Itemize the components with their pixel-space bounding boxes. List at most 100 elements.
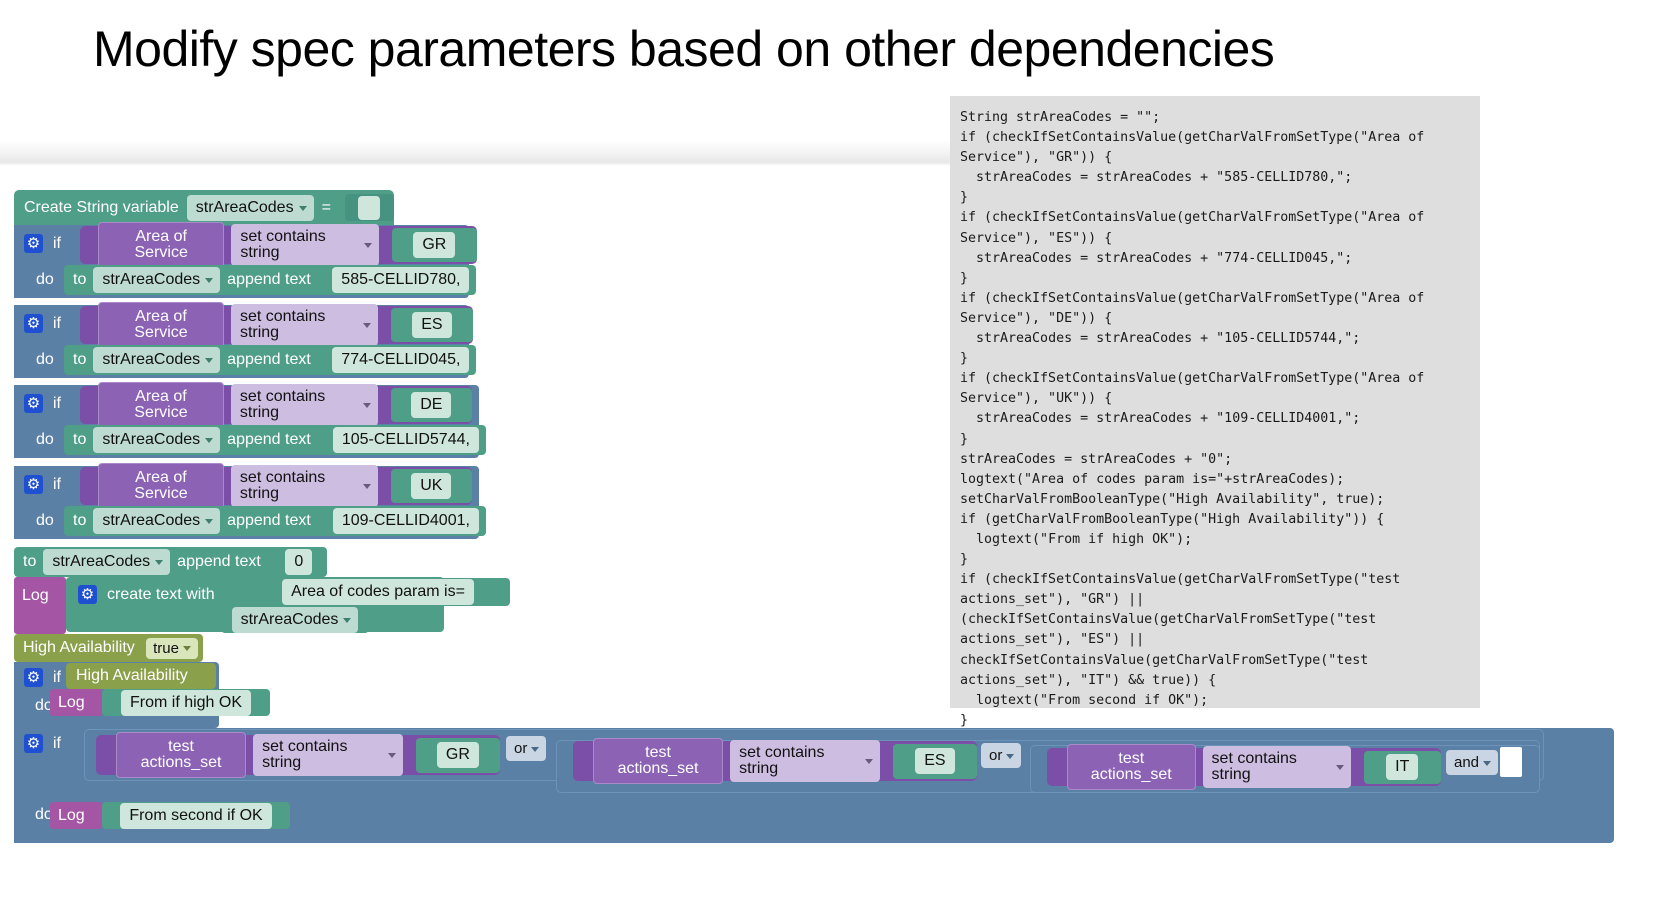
gear-icon[interactable]: [24, 734, 43, 753]
right-operand-field[interactable]: IT: [1386, 754, 1419, 780]
right-operand-block[interactable]: IT: [1363, 750, 1441, 784]
right-operand-field[interactable]: DE: [411, 392, 452, 418]
text-item-1-block[interactable]: Area of codes param is=: [246, 578, 510, 606]
left-operand-field[interactable]: test actions_set: [1067, 744, 1196, 790]
append-target-dropdown[interactable]: strAreaCodes: [93, 508, 221, 534]
append-value-block[interactable]: 0: [273, 548, 324, 576]
condition-compare-3[interactable]: Area of Service set contains string DE: [80, 382, 472, 428]
page-title: Modify spec parameters based on other de…: [93, 21, 1275, 77]
operator-dropdown[interactable]: set contains string: [231, 224, 379, 266]
log-text-field[interactable]: From if high OK: [120, 689, 252, 716]
right-operand-block[interactable]: DE: [390, 388, 472, 422]
background-band: [0, 140, 1000, 166]
append-value-block[interactable]: 109-CELLID4001,: [325, 507, 486, 535]
condition-compare-4[interactable]: Area of Service set contains string UK: [80, 463, 472, 509]
log-block-3[interactable]: Log: [50, 802, 102, 829]
right-operand-block[interactable]: GR: [391, 228, 477, 262]
append-text-label: append text: [177, 553, 261, 570]
append-value-field[interactable]: 774-CELLID045,: [332, 347, 470, 373]
create-variable-label: Create String variable: [24, 198, 179, 216]
append-text-block-1[interactable]: to strAreaCodes append text 585-CELLID78…: [64, 265, 476, 295]
if-block-3[interactable]: if do Area of Service set contains strin…: [14, 382, 486, 458]
empty-string-field[interactable]: [358, 195, 381, 220]
condition-compare-6[interactable]: test actions_set set contains string ES: [573, 738, 977, 784]
append-value-field[interactable]: 105-CELLID5744,: [332, 427, 479, 453]
create-string-variable-block[interactable]: Create String variable strAreaCodes =: [14, 190, 394, 225]
left-operand-field[interactable]: Area of Service: [98, 382, 224, 428]
gear-icon[interactable]: [78, 585, 97, 604]
condition-compare-7[interactable]: test actions_set set contains string IT: [1047, 744, 1441, 790]
append-value-field[interactable]: 585-CELLID780,: [332, 267, 470, 293]
right-operand-block[interactable]: GR: [415, 737, 500, 773]
operator-dropdown[interactable]: set contains string: [253, 734, 403, 776]
append-value-block[interactable]: 585-CELLID780,: [325, 266, 476, 294]
log-block-2[interactable]: Log: [50, 689, 102, 716]
log-label: Log: [58, 807, 85, 824]
log-text-block-3[interactable]: From second if OK: [102, 802, 290, 829]
operator-dropdown[interactable]: set contains string: [230, 304, 378, 346]
left-operand-field[interactable]: Area of Service: [98, 302, 224, 348]
right-operand-block[interactable]: ES: [390, 308, 474, 342]
right-operand-field[interactable]: ES: [412, 312, 452, 338]
generated-code-text: String strAreaCodes = ""; if (checkIfSet…: [960, 110, 1425, 728]
right-operand-field[interactable]: GR: [413, 232, 456, 258]
create-text-with-block[interactable]: create text with Area of codes param is=…: [66, 577, 510, 633]
joiner-or-dropdown-1[interactable]: or: [506, 736, 547, 761]
right-operand-field[interactable]: UK: [411, 473, 452, 499]
operator-dropdown[interactable]: set contains string: [230, 465, 378, 507]
gear-icon[interactable]: [24, 475, 43, 494]
joiner-and-dropdown[interactable]: and: [1446, 750, 1499, 775]
append-text-block-3[interactable]: to strAreaCodes append text 105-CELLID57…: [64, 425, 486, 455]
to-label: to: [73, 351, 87, 368]
condition-compare-2[interactable]: Area of Service set contains string ES: [80, 302, 474, 348]
append-text-block-2[interactable]: to strAreaCodes append text 774-CELLID04…: [64, 345, 476, 375]
variable-name-dropdown[interactable]: strAreaCodes: [186, 194, 314, 221]
high-availability-condition-block[interactable]: High Availability: [66, 663, 216, 689]
left-operand-field[interactable]: Area of Service: [98, 463, 224, 509]
append-target-dropdown[interactable]: strAreaCodes: [93, 347, 221, 373]
right-operand-field[interactable]: GR: [436, 742, 479, 768]
append-target-dropdown[interactable]: strAreaCodes: [93, 427, 221, 453]
append-target-dropdown[interactable]: strAreaCodes: [93, 267, 221, 293]
gear-icon[interactable]: [24, 314, 43, 333]
operator-dropdown[interactable]: set contains string: [230, 384, 378, 426]
append-target-dropdown[interactable]: strAreaCodes: [43, 549, 171, 575]
gear-icon[interactable]: [24, 394, 43, 413]
log-block-1[interactable]: Log: [14, 577, 66, 634]
text-item-1-field[interactable]: Area of codes param is=: [282, 579, 474, 605]
append-zero-block[interactable]: to strAreaCodes append text 0: [14, 547, 327, 577]
if-block-4[interactable]: if do Area of Service set contains strin…: [14, 463, 486, 539]
high-availability-value-block[interactable]: true: [141, 635, 203, 661]
condition-compare-5[interactable]: test actions_set set contains string GR: [96, 732, 500, 778]
boolean-value-dropdown[interactable]: true: [146, 637, 198, 659]
if-block-2[interactable]: if do Area of Service set contains strin…: [14, 302, 476, 378]
left-operand-field[interactable]: test actions_set: [116, 732, 247, 778]
condition-compare-1[interactable]: Area of Service set contains string GR: [80, 222, 477, 268]
high-availability-param-label: High Availability: [23, 639, 135, 656]
left-operand-field[interactable]: Area of Service: [98, 222, 225, 268]
joiner-or-dropdown-2[interactable]: or: [981, 743, 1022, 768]
append-value-field[interactable]: 109-CELLID4001,: [332, 508, 479, 534]
if-block-1[interactable]: if do Area of Service set contains strin…: [14, 222, 477, 298]
text-item-2-block[interactable]: strAreaCodes: [221, 607, 369, 633]
right-operand-block[interactable]: ES: [892, 743, 977, 779]
gear-icon[interactable]: [24, 234, 43, 253]
gear-icon[interactable]: [24, 668, 43, 687]
text-item-2-dropdown[interactable]: strAreaCodes: [231, 607, 359, 633]
operator-dropdown[interactable]: set contains string: [1202, 746, 1351, 788]
left-operand-field[interactable]: test actions_set: [593, 738, 724, 784]
do-label: do: [36, 512, 54, 529]
append-text-block-4[interactable]: to strAreaCodes append text 109-CELLID40…: [64, 506, 486, 536]
append-value-field[interactable]: 0: [285, 549, 313, 575]
append-value-block[interactable]: 105-CELLID5744,: [325, 426, 486, 454]
right-operand-block[interactable]: UK: [390, 469, 472, 503]
empty-condition-socket[interactable]: [1500, 747, 1522, 777]
right-operand-field[interactable]: ES: [915, 748, 955, 774]
log-text-block-2[interactable]: From if high OK: [102, 689, 270, 716]
if-label: if: [53, 394, 61, 412]
log-text-field[interactable]: From second if OK: [120, 802, 272, 829]
operator-dropdown[interactable]: set contains string: [730, 740, 880, 782]
empty-string-value-block[interactable]: [344, 194, 394, 221]
append-value-block[interactable]: 774-CELLID045,: [325, 346, 476, 374]
